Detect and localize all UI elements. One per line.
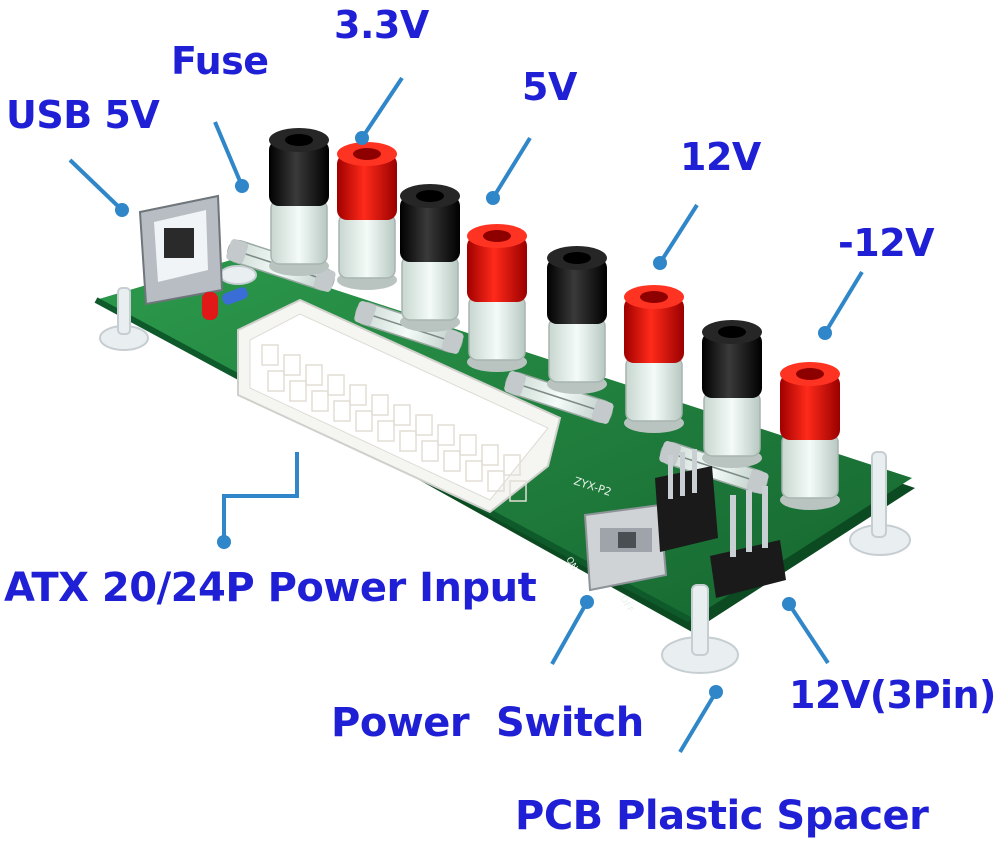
label-atx-input: ATX 20/24P Power Input — [4, 565, 537, 611]
label-fuse: Fuse — [171, 39, 269, 83]
label-pcb-spacer: PCB Plastic Spacer — [515, 793, 929, 839]
label-usb-5v: USB 5V — [6, 93, 160, 137]
usb-port — [138, 194, 224, 306]
label-12v-3pin: 12V(3Pin) — [789, 673, 996, 717]
slide-switch — [583, 503, 668, 592]
product-image: ZYX-P2 ON OFF USB 5V Fuse 3.3V 5V 12V -1… — [4, 3, 996, 839]
terminal-red-4 — [467, 224, 527, 372]
terminal-black-7 — [702, 320, 762, 468]
pin-header-2 — [655, 449, 718, 552]
atx-pins — [261, 344, 527, 502]
terminal-black-3 — [400, 184, 460, 332]
label-3-3v: 3.3V — [334, 3, 429, 47]
atx-breakout-board: ZYX-P2 ON OFF — [68, 76, 915, 754]
terminal-black-1 — [269, 128, 329, 276]
label-power-switch: Power Switch — [331, 700, 644, 746]
pin-header-12v — [710, 486, 786, 598]
binding-posts — [269, 128, 840, 510]
terminal-red-8 — [780, 362, 840, 510]
label-5v: 5V — [522, 65, 577, 109]
label-12v: 12V — [680, 135, 761, 179]
atx-connector — [237, 298, 562, 514]
fuse-3 — [504, 371, 614, 424]
led-indicator — [202, 287, 248, 320]
terminal-black-5 — [547, 246, 607, 394]
terminal-red-6 — [624, 285, 684, 433]
label-neg-12v: -12V — [838, 221, 935, 265]
terminal-red-2 — [337, 142, 397, 290]
leader-lines — [68, 76, 864, 754]
